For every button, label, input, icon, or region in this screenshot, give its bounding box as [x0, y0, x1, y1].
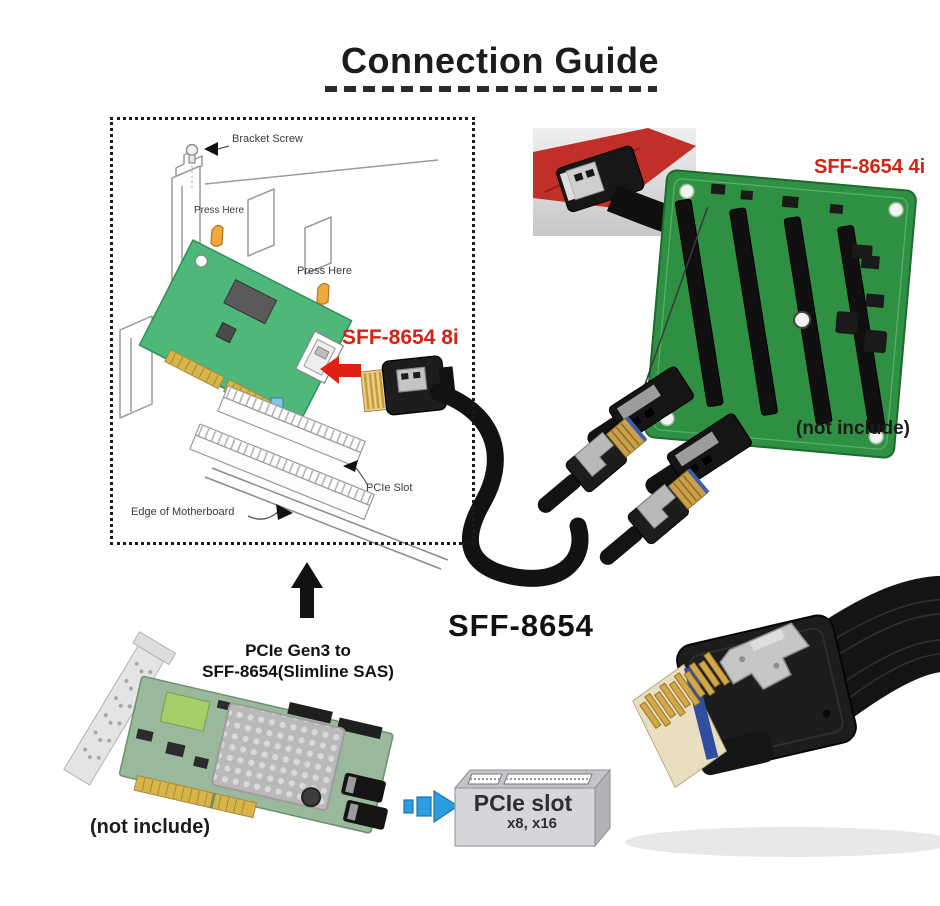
- gold-fingers: [639, 651, 731, 730]
- press-here-label-top: Press Here: [194, 205, 245, 216]
- host-card-heatsink: [211, 702, 346, 812]
- press-thumb-icon-right: [316, 282, 330, 305]
- host-card-bracket: [63, 631, 177, 786]
- pcie-slot-callout-sublabel: x8, x16: [506, 815, 558, 832]
- host-card-pin-headers: [287, 701, 383, 740]
- not-include-label-right: (not include): [796, 418, 910, 439]
- sff8654-8i-connector: [360, 355, 456, 416]
- adapter-components: [710, 183, 888, 354]
- motherboard-edge-pointer: [247, 504, 293, 520]
- sff8654-8i-label: SFF-8654 8i: [342, 326, 459, 349]
- big-connector-photo: [625, 575, 940, 857]
- bracket-screw-label: Bracket Screw: [232, 133, 303, 145]
- host-card-title-line1: PCIe Gen3 to: [245, 641, 351, 660]
- host-card-title-line2: SFF-8654(Slimline SAS): [202, 662, 394, 681]
- adapter-board: [587, 169, 917, 495]
- adapter-plug-2: [645, 413, 752, 495]
- lineart-pcie-slots: [189, 385, 375, 521]
- pcie-slot-label: PCIe Slot: [366, 482, 413, 494]
- red-left-arrow-icon: [320, 356, 361, 384]
- host-card-title: PCIe Gen3 to SFF-8654(Slimline SAS): [190, 640, 406, 682]
- sff8654-cable-label: SFF-8654: [448, 608, 594, 643]
- not-include-label-left: (not include): [90, 816, 210, 838]
- installation-lineart: [119, 142, 456, 570]
- bracket-screw-arrow-icon: [204, 142, 230, 156]
- host-card-pcb: [118, 675, 394, 834]
- host-card-sff-ports: [341, 772, 388, 830]
- sff8654-4i-label: SFF-8654 4i: [814, 156, 926, 178]
- blue-right-arrow-icon: [403, 789, 460, 824]
- cable-tie-mark: [446, 493, 464, 517]
- pcie-slot-pointer: [343, 460, 369, 487]
- big-cable: [797, 575, 940, 718]
- installation-diagram-frame: [110, 117, 475, 545]
- cable-connector-1: [537, 416, 648, 513]
- motherboard-edge-label: Edge of Motherboard: [131, 506, 235, 518]
- host-card-photo: [63, 631, 394, 834]
- title-underline: [325, 86, 657, 92]
- bracket-screw-glyph: [185, 143, 199, 190]
- pcie-slot-callout-label: PCIe slot: [473, 790, 573, 816]
- pcie-slot-graphic: [453, 768, 612, 848]
- case-edge-line: [204, 159, 439, 185]
- cable-connector-2: [599, 468, 710, 565]
- big-connector-latch: [719, 622, 810, 691]
- press-thumb-icon-top: [210, 224, 224, 247]
- press-here-label-right: Press Here: [297, 265, 353, 277]
- page-title: Connection Guide: [341, 40, 659, 81]
- up-arrow-icon: [291, 562, 323, 618]
